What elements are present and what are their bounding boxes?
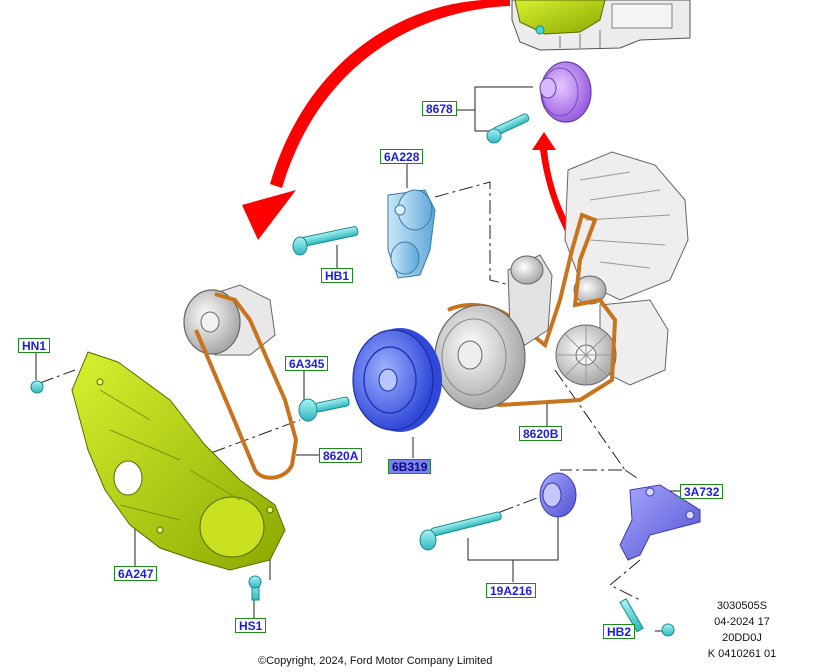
tensioner-6A228: [387, 189, 436, 279]
idler-pulley-19A216: [539, 472, 577, 518]
callout-6A345[interactable]: 6A345: [285, 356, 329, 371]
drawing-code: 20DD0J: [722, 632, 762, 644]
front-cover-6A247: [71, 351, 286, 571]
bolt-6A345: [298, 396, 350, 422]
callout-HS1[interactable]: HS1: [235, 618, 267, 633]
center-lines: [39, 181, 641, 601]
crankshaft-pulley: [434, 304, 526, 410]
drawing-number: 3030505S: [716, 600, 768, 612]
small-red-arrow: [532, 132, 582, 250]
drawing-reference: K 0410261 01: [707, 648, 777, 660]
red-direction-arrow: [242, 0, 510, 240]
bolt-HB1: [292, 226, 359, 256]
callout-HN1[interactable]: HN1: [18, 338, 51, 353]
callout-8678[interactable]: 8678: [422, 101, 457, 116]
alternator: [564, 151, 689, 305]
callout-6B319[interactable]: 6B319: [388, 459, 432, 474]
callout-6A228[interactable]: 6A228: [380, 149, 424, 164]
bolt-19A216: [419, 511, 502, 551]
drawing-info-block: 3030505S 04-2024 17 20DD0J K 0410261 01: [700, 598, 784, 662]
callout-3A732[interactable]: 3A732: [680, 484, 724, 499]
bolt-HB2: [619, 598, 675, 637]
vibration-damper-6B319: [352, 328, 442, 432]
callout-19A216[interactable]: 19A216: [486, 583, 537, 598]
copyright-notice: ©Copyright, 2024, Ford Motor Company Lim…: [258, 655, 493, 667]
drawing-date: 04-2024 17: [714, 616, 770, 628]
drive-belt-8620A: [194, 292, 299, 480]
callout-8620A[interactable]: 8620A: [319, 448, 363, 463]
idler-pulley-8678: [539, 61, 592, 123]
callout-HB1[interactable]: HB1: [321, 268, 354, 283]
engine-block: [511, 0, 691, 51]
stud-HS1: [248, 575, 262, 601]
leader-lines: [35, 86, 680, 632]
callout-HB2[interactable]: HB2: [603, 624, 636, 639]
callout-8620B[interactable]: 8620B: [519, 426, 563, 441]
idler-bolt: [486, 113, 530, 144]
callout-6A247[interactable]: 6A247: [114, 566, 158, 581]
ac-compressor: [555, 299, 669, 386]
nut-HN1: [30, 380, 44, 394]
